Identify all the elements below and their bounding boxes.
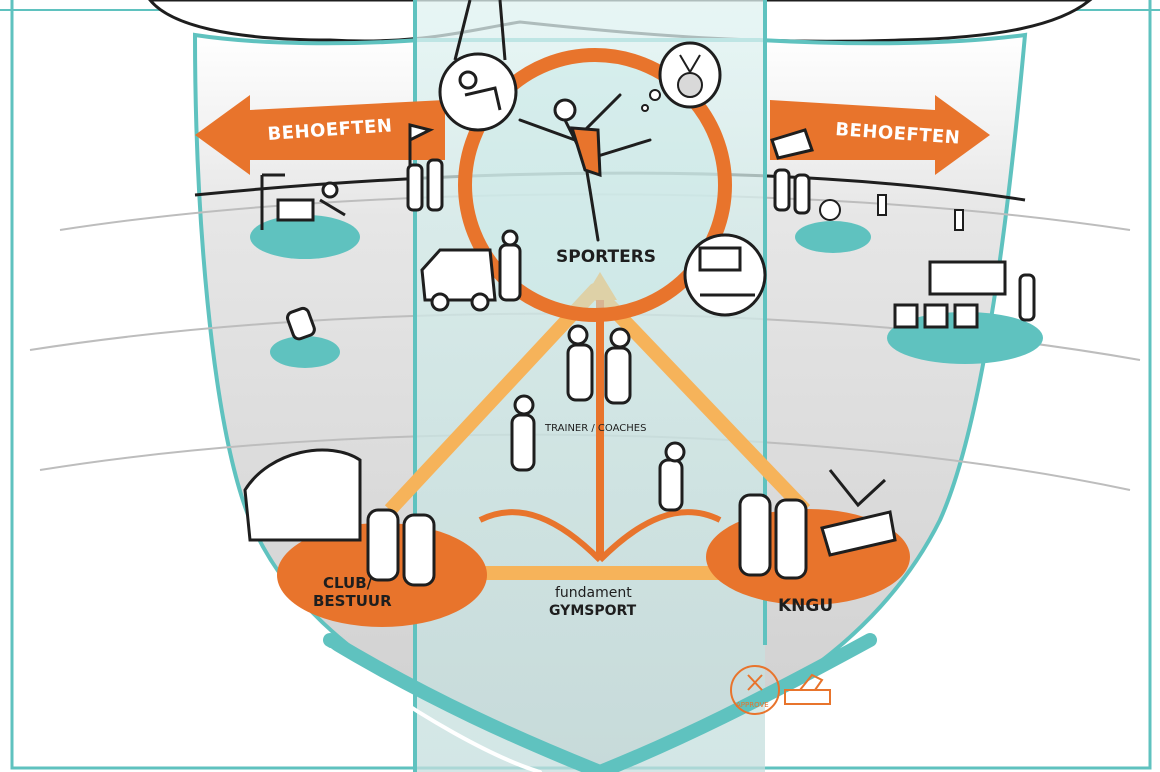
- kngu-label: KNGU: [778, 596, 833, 616]
- foundation-label-line1: fundament: [555, 585, 632, 601]
- approve-stamp: APPROVE: [730, 665, 831, 715]
- classroom-scene: [683, 233, 767, 317]
- club-label-line2: BESTUUR: [313, 592, 392, 610]
- kngu-node: KNGU: [706, 469, 910, 616]
- transport-scene: [420, 229, 522, 312]
- rings-scene: [438, 0, 518, 132]
- teal-discs: [250, 215, 1043, 368]
- supporters-right: [770, 128, 814, 215]
- medal-bubble: [641, 41, 722, 112]
- athletes-circle: [458, 48, 732, 322]
- athletes-label: SPORTERS: [556, 247, 656, 267]
- family-scene: [819, 194, 964, 231]
- skateboard: [286, 306, 316, 341]
- foundation-label-line2: GYMSPORT: [549, 603, 637, 619]
- needs-arrow-right: BEHOEFTEN: [770, 95, 990, 175]
- supporters-left: [406, 123, 444, 212]
- stamp-label: APPROVE: [736, 701, 769, 709]
- needs-arrow-left: BEHOEFTEN: [195, 95, 445, 175]
- club-board-node: CLUB/ BESTUUR: [243, 448, 487, 627]
- gymnast-figure: [518, 93, 652, 242]
- playground-scene: [260, 173, 346, 230]
- club-label-line1: CLUB/: [323, 574, 373, 592]
- coaches-figures: [510, 324, 686, 512]
- lecture-scene: [893, 260, 1036, 329]
- coaches-label: TRAINER / COACHES: [544, 423, 646, 434]
- shield-ribbon: [323, 633, 877, 772]
